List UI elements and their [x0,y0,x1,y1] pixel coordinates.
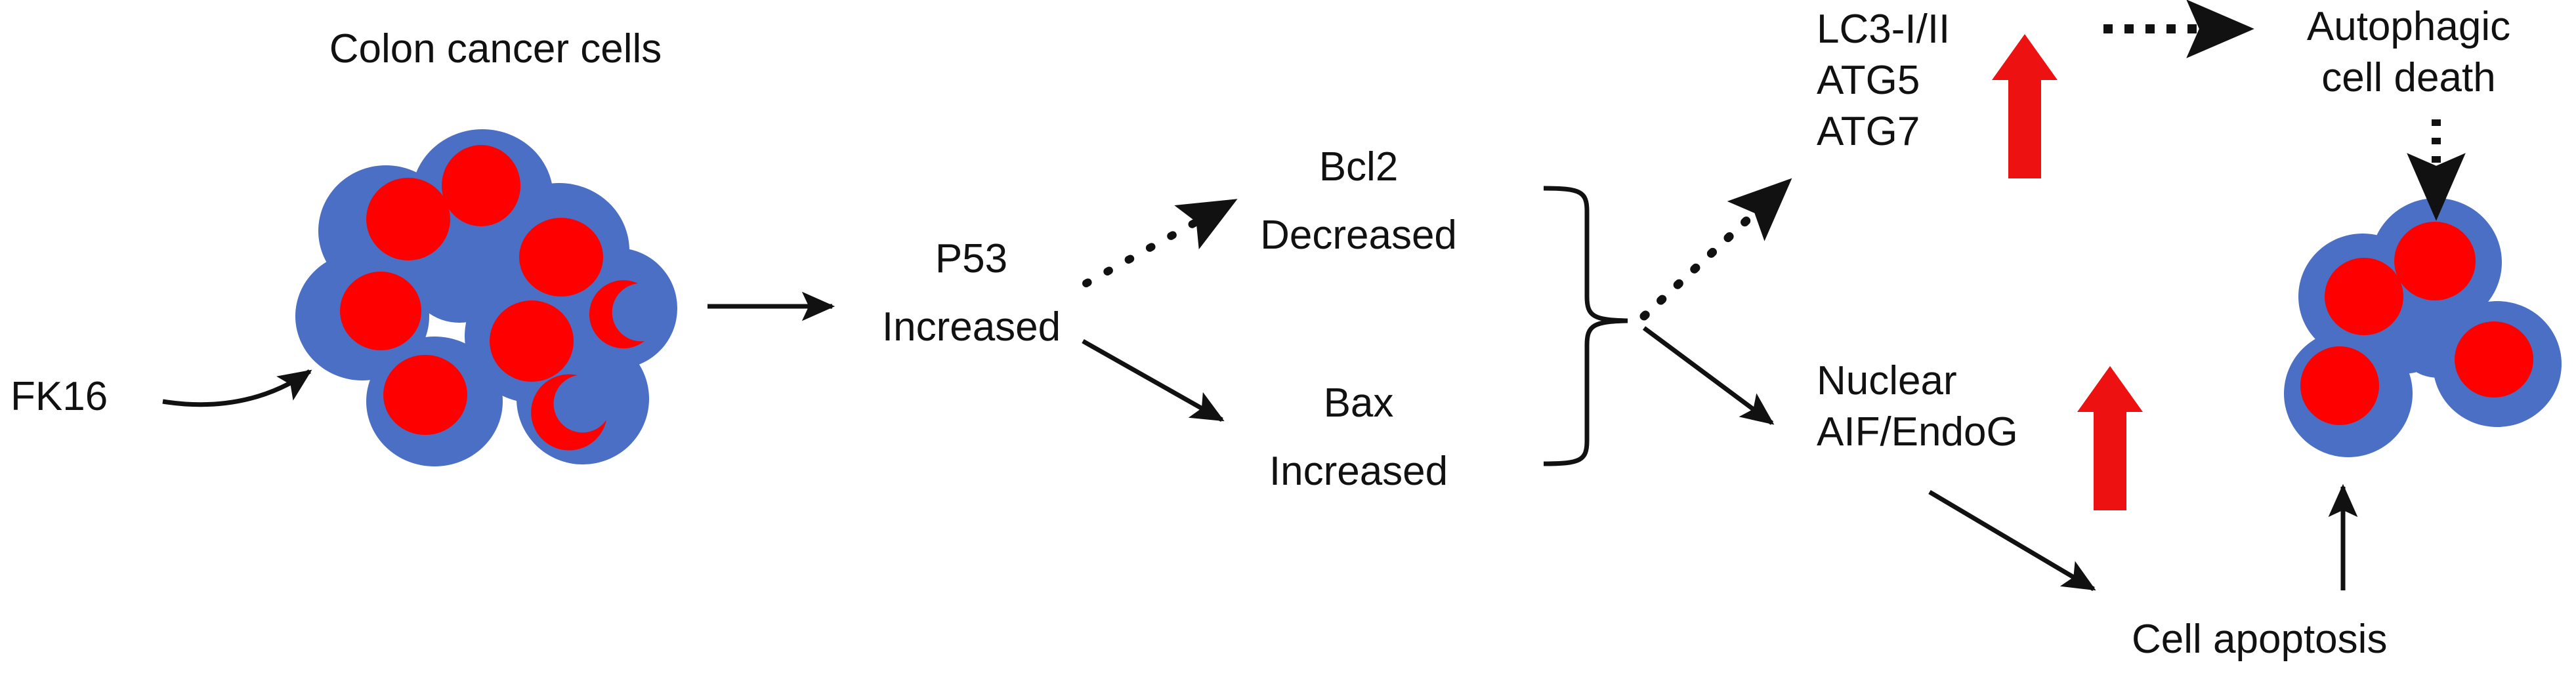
autophagic-death-line1-label: Autophagic [2306,4,2511,49]
aif-to-apoptosis-arrow [1928,489,2096,592]
autophagic-death-line2-label: cell death [2321,55,2496,100]
nuclear-aif-line1-label: Nuclear [1817,358,1957,403]
p53-to-bcl2-arrow [1082,199,1238,287]
branch-brace [1543,186,1628,466]
autophagy-marker-lc3-label: LC3-I/II [1817,7,1951,52]
autophagy-marker-atg5-label: ATG5 [1817,58,1920,103]
brace-to-aif-arrow [1642,326,1775,425]
autophagy-marker-atg7-label: ATG7 [1817,109,1920,154]
cell-cluster-title: Colon cancer cells [329,26,662,72]
bax-name-label: Bax [1323,380,1394,426]
p53-to-bax-arrow [1082,338,1225,422]
nuclear-aif-line2-label: AIF/EndoG [1817,409,2018,455]
bcl2-name-label: Bcl2 [1319,144,1399,190]
p53-state-label: Increased [881,304,1061,350]
cell-apoptosis-label: Cell apoptosis [2132,617,2388,662]
red-up-arrow-icon-aif [2077,366,2143,510]
brace-to-autophagy-arrow [1639,178,1792,321]
p53-name-label: P53 [935,236,1008,281]
colon-cancer-cell-cluster [295,129,677,466]
apoptotic-cell-cluster [2284,198,2562,457]
bax-state-label: Increased [1269,449,1448,494]
treatment-arrow [162,369,312,407]
red-up-arrow-icon-autophagy [1992,34,2058,178]
bcl2-state-label: Decreased [1260,213,1457,258]
apoptotic-nucleus [531,280,644,451]
treatment-label: FK16 [11,374,108,419]
